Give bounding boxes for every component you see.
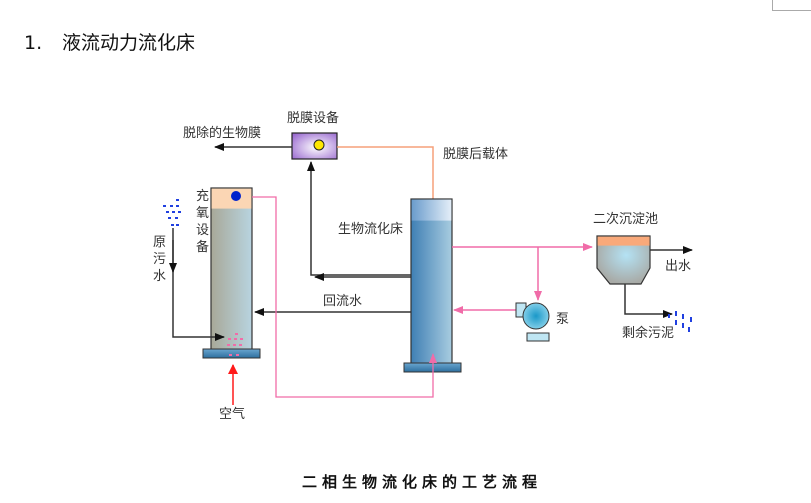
label-effluent: 出水 — [665, 259, 691, 274]
svg-text:污: 污 — [153, 252, 166, 267]
secondary-clarifier-tank — [596, 235, 651, 285]
arrow-carrier-return — [337, 146, 437, 219]
aeration-indicator-icon — [231, 191, 241, 201]
device-indicator-icon — [313, 139, 325, 151]
label-excess-sludge: 剩余污泥 — [622, 325, 674, 341]
pump-icon — [515, 302, 550, 342]
line-bed-to-demembrane — [307, 161, 411, 276]
section-number: 1. — [24, 32, 43, 54]
svg-text:氧: 氧 — [196, 206, 209, 221]
air-bubbles-icon — [227, 333, 243, 356]
demembrane-device — [291, 132, 338, 160]
svg-text:备: 备 — [196, 239, 209, 255]
svg-text:充: 充 — [196, 188, 209, 204]
arrow-excess-sludge — [624, 284, 673, 318]
label-removed-biofilm: 脱除的生物膜 — [183, 125, 261, 141]
section-title: 液流动力流化床 — [62, 32, 196, 54]
svg-text:原: 原 — [153, 235, 166, 250]
bio-fluidized-bed-column — [403, 198, 462, 373]
raw-sewage-drops-icon — [163, 199, 181, 226]
svg-text:设: 设 — [196, 223, 209, 238]
label-air: 空气 — [219, 406, 245, 422]
label-aeration-device: 充 氧 设 备 — [196, 188, 209, 255]
sludge-drops-icon — [668, 311, 692, 332]
label-raw-sewage: 原 污 水 — [153, 235, 166, 284]
label-bio-fluidized-bed: 生物流化床 — [338, 222, 403, 237]
label-return-water: 回流水 — [323, 294, 362, 309]
svg-text:水: 水 — [153, 269, 166, 284]
label-pump: 泵 — [556, 312, 569, 327]
line-aerated-water-to-bed — [252, 196, 437, 398]
diagram-caption: 二相生物流化床的工艺流程 — [302, 473, 542, 491]
label-secondary-clarifier: 二次沉淀池 — [593, 211, 658, 227]
page-corner-mark — [772, 0, 811, 11]
label-carrier-after-demembrane: 脱膜后载体 — [443, 147, 508, 162]
label-demembrane-device: 脱膜设备 — [287, 110, 339, 126]
aeration-column — [202, 187, 261, 359]
section-heading: 1. 液流动力流化床 — [24, 28, 195, 55]
